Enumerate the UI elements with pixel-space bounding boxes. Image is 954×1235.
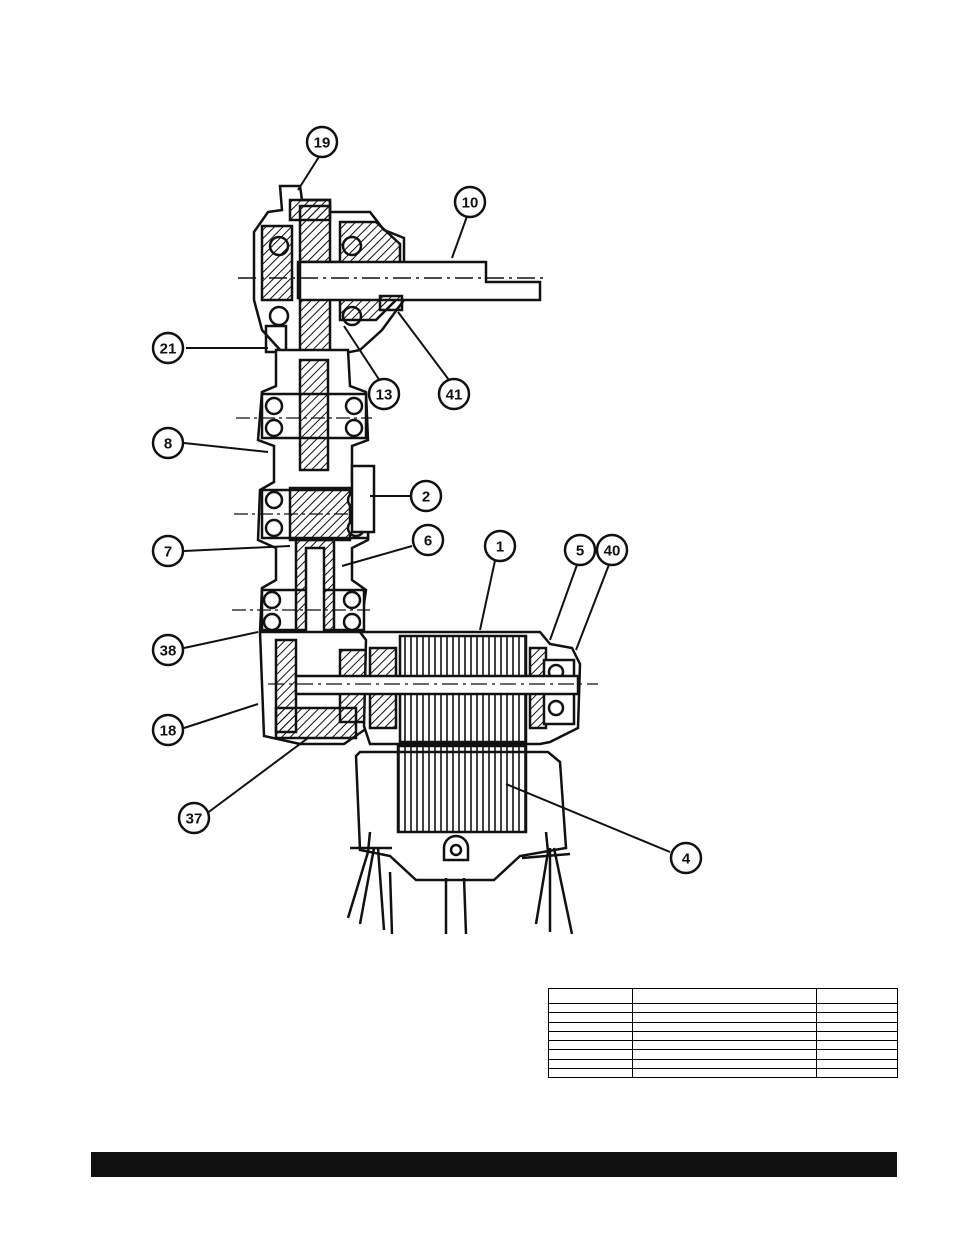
svg-text:6: 6 bbox=[424, 533, 432, 550]
table-cell bbox=[548, 1068, 633, 1079]
svg-text:7: 7 bbox=[164, 544, 172, 561]
callout-1: 1 bbox=[483, 529, 517, 563]
table-cell bbox=[632, 1030, 817, 1042]
table-row bbox=[548, 1002, 898, 1014]
table-cell bbox=[632, 1012, 817, 1023]
svg-text:40: 40 bbox=[604, 543, 621, 560]
table-cell bbox=[548, 1002, 633, 1014]
leader-lines bbox=[183, 151, 671, 853]
callout-41: 41 bbox=[437, 377, 471, 411]
table-header-cell bbox=[816, 988, 898, 1004]
callout-37: 37 bbox=[177, 801, 211, 835]
svg-text:10: 10 bbox=[462, 195, 479, 212]
svg-text:41: 41 bbox=[446, 387, 463, 404]
svg-text:5: 5 bbox=[576, 543, 584, 560]
svg-text:21: 21 bbox=[160, 341, 177, 358]
table-cell bbox=[816, 1040, 898, 1051]
table-row bbox=[548, 1049, 898, 1060]
callout-5: 5 bbox=[563, 533, 597, 567]
table-row bbox=[548, 1058, 898, 1070]
callout-18: 18 bbox=[151, 713, 185, 747]
callout-10: 10 bbox=[453, 185, 487, 219]
table-cell bbox=[816, 1030, 898, 1042]
callout-13: 13 bbox=[367, 377, 401, 411]
table-header-cell bbox=[632, 988, 817, 1004]
table-cell bbox=[816, 1002, 898, 1014]
svg-text:8: 8 bbox=[164, 436, 172, 453]
svg-text:13: 13 bbox=[376, 387, 393, 404]
callouts: 19 10 21 13 41 8 2 7 bbox=[151, 125, 703, 875]
table-cell bbox=[816, 1068, 898, 1079]
callout-2: 2 bbox=[409, 479, 443, 513]
table-cell bbox=[548, 1030, 633, 1042]
callout-19: 19 bbox=[305, 125, 339, 159]
table-cell bbox=[548, 1040, 633, 1051]
table-cell bbox=[816, 1049, 898, 1060]
intermediate-gear-train bbox=[232, 348, 376, 662]
table-row bbox=[548, 1030, 898, 1042]
svg-text:1: 1 bbox=[496, 539, 504, 556]
svg-text:2: 2 bbox=[422, 489, 430, 506]
table-cell bbox=[548, 1012, 633, 1023]
callout-6: 6 bbox=[411, 523, 445, 557]
table-cell bbox=[548, 1058, 633, 1070]
table-cell bbox=[632, 1040, 817, 1051]
svg-text:18: 18 bbox=[160, 723, 177, 740]
table-cell bbox=[632, 1068, 817, 1079]
svg-text:19: 19 bbox=[314, 135, 331, 152]
lead-wires bbox=[346, 831, 574, 935]
svg-text:4: 4 bbox=[682, 851, 691, 868]
output-shaft bbox=[238, 260, 545, 312]
table-cell bbox=[632, 1021, 817, 1032]
motor-assembly bbox=[268, 630, 598, 882]
table-cell bbox=[632, 1002, 817, 1014]
table-header-row bbox=[548, 988, 898, 1004]
table-row bbox=[548, 1012, 898, 1023]
table-cell bbox=[816, 1058, 898, 1070]
footer-bar bbox=[91, 1152, 897, 1177]
table-header-cell bbox=[548, 988, 633, 1004]
table-cell bbox=[548, 1049, 633, 1060]
table-row bbox=[548, 1068, 898, 1079]
callout-8: 8 bbox=[151, 426, 185, 460]
callout-40: 40 bbox=[595, 533, 629, 567]
table-cell bbox=[816, 1021, 898, 1032]
parts-list-table bbox=[548, 988, 898, 1079]
callout-38: 38 bbox=[151, 633, 185, 667]
callout-4: 4 bbox=[669, 841, 703, 875]
table-cell bbox=[816, 1012, 898, 1023]
svg-text:37: 37 bbox=[186, 811, 203, 828]
svg-text:38: 38 bbox=[160, 643, 177, 660]
callout-21: 21 bbox=[151, 331, 185, 365]
callout-7: 7 bbox=[151, 534, 185, 568]
table-row bbox=[548, 1040, 898, 1051]
table-cell bbox=[548, 1021, 633, 1032]
table-cell bbox=[632, 1049, 817, 1060]
table-row bbox=[548, 1021, 898, 1032]
table-cell bbox=[632, 1058, 817, 1070]
